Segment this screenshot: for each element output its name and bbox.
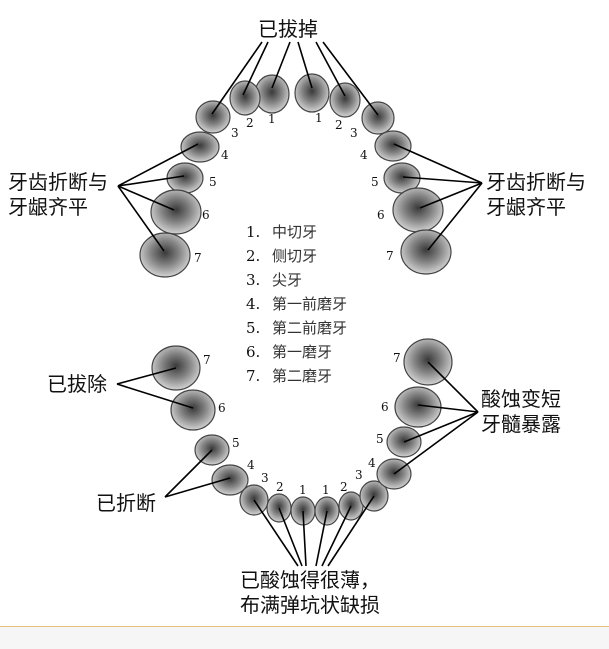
legend-num-4: 4. xyxy=(246,295,260,313)
label-lower-right-line1: 酸蚀变短 xyxy=(481,387,561,411)
lower-tooth-numbers: 7 6 5 4 3 2 1 1 2 3 4 5 6 7 xyxy=(203,351,401,497)
label-upper-right-line2: 牙龈齐平 xyxy=(486,195,566,219)
upper-arch xyxy=(139,73,452,278)
tooth-legend: 1. 中切牙 2. 侧切牙 3. 尖牙 4. 第一前磨牙 5. 第二前磨牙 6.… xyxy=(246,223,347,385)
legend-num-3: 3. xyxy=(246,271,260,289)
num-ur-6: 6 xyxy=(377,208,385,222)
num-lr-7: 7 xyxy=(393,351,401,365)
num-ul-1: 1 xyxy=(268,112,276,126)
num-lr-4: 4 xyxy=(368,456,376,470)
label-upper-left-line1: 牙齿折断与 xyxy=(8,170,108,194)
num-ll-2: 2 xyxy=(276,480,284,494)
tooth-upper-left-6 xyxy=(150,189,202,235)
label-lower-left-extracted: 已拔除 xyxy=(47,372,107,396)
num-ll-4: 4 xyxy=(247,458,255,472)
num-ll-6: 6 xyxy=(218,401,226,415)
tooth-upper-left-3 xyxy=(195,100,231,134)
tooth-lower-left-4 xyxy=(211,464,249,496)
num-lr-2: 2 xyxy=(340,480,348,494)
tooth-upper-right-4 xyxy=(374,130,412,162)
legend-num-1: 1. xyxy=(246,223,260,241)
num-ur-7: 7 xyxy=(386,249,394,263)
legend-num-5: 5. xyxy=(246,319,260,337)
num-ul-3: 3 xyxy=(231,126,239,140)
num-ur-3: 3 xyxy=(350,126,358,140)
annotation-labels: 已拔掉 牙齿折断与 牙龈齐平 牙齿折断与 牙龈齐平 已拔除 已折断 酸蚀变短 牙… xyxy=(8,17,586,617)
num-ul-4: 4 xyxy=(221,148,229,162)
num-ul-6: 6 xyxy=(202,208,210,222)
num-ll-1: 1 xyxy=(299,483,307,497)
tooth-upper-right-7 xyxy=(400,229,452,275)
num-ll-5: 5 xyxy=(232,436,240,450)
tooth-upper-left-7 xyxy=(139,232,191,278)
num-ur-2: 2 xyxy=(335,118,343,132)
label-bottom-line2: 布满弹坑状缺损 xyxy=(240,593,380,617)
upper-tooth-numbers: 1 2 3 4 5 6 7 1 2 3 4 5 6 7 xyxy=(194,111,394,265)
label-top-extracted: 已拔掉 xyxy=(258,17,318,41)
legend-name-1: 中切牙 xyxy=(272,223,317,241)
legend-num-7: 7. xyxy=(246,367,260,385)
tooth-upper-right-1 xyxy=(294,73,330,113)
num-lr-5: 5 xyxy=(376,432,384,446)
num-ul-2: 2 xyxy=(246,116,254,130)
label-lower-right-line2: 牙髓暴露 xyxy=(481,412,561,436)
label-upper-left-line2: 牙龈齐平 xyxy=(8,195,88,219)
tooth-lower-left-6 xyxy=(170,389,216,431)
num-lr-3: 3 xyxy=(355,468,363,482)
label-lower-left-broken: 已折断 xyxy=(96,491,156,515)
legend-num-2: 2. xyxy=(246,247,260,265)
num-ul-5: 5 xyxy=(209,175,217,189)
num-ur-4: 4 xyxy=(360,148,368,162)
tooth-upper-right-2 xyxy=(329,82,361,118)
tooth-upper-left-2 xyxy=(229,80,261,116)
num-ll-3: 3 xyxy=(261,471,269,485)
footer-bar xyxy=(0,626,609,649)
leader-lines xyxy=(116,41,483,567)
legend-name-5: 第二前磨牙 xyxy=(272,319,347,337)
label-bottom-line1: 已酸蚀得很薄， xyxy=(240,568,380,592)
legend-name-2: 侧切牙 xyxy=(272,247,317,265)
num-ll-7: 7 xyxy=(203,353,211,367)
legend-name-6: 第一磨牙 xyxy=(272,343,332,361)
num-ul-7: 7 xyxy=(194,251,202,265)
num-ur-5: 5 xyxy=(371,175,379,189)
legend-name-3: 尖牙 xyxy=(272,271,302,289)
tooth-upper-left-4 xyxy=(180,131,220,163)
legend-name-7: 第二磨牙 xyxy=(272,367,332,385)
label-upper-right-line1: 牙齿折断与 xyxy=(486,170,586,194)
num-ur-1: 1 xyxy=(315,111,323,125)
tooth-upper-right-6 xyxy=(392,187,444,233)
num-lr-1: 1 xyxy=(322,483,330,497)
legend-num-6: 6. xyxy=(246,343,260,361)
legend-name-4: 第一前磨牙 xyxy=(272,295,347,313)
num-lr-6: 6 xyxy=(381,400,389,414)
tooth-upper-right-3 xyxy=(361,101,395,135)
